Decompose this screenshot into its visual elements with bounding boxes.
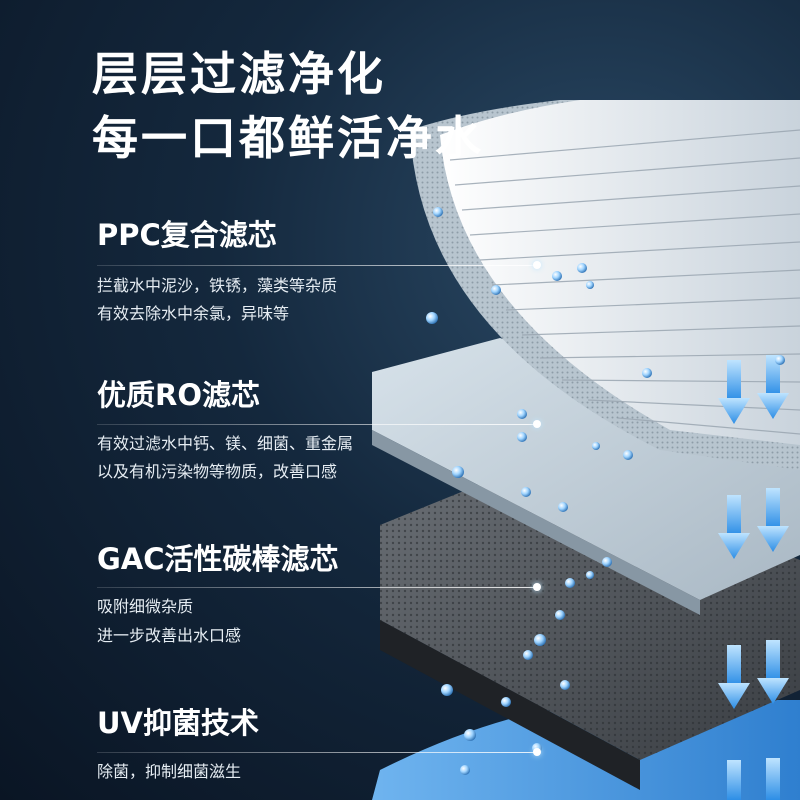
water-droplet-icon — [577, 263, 587, 273]
uv-leader-line — [97, 752, 537, 753]
water-droplet-icon — [426, 312, 438, 324]
water-droplet-icon — [552, 271, 562, 281]
water-droplet-icon — [464, 729, 476, 741]
water-droplet-icon — [433, 207, 443, 217]
water-droplet-icon — [517, 432, 527, 442]
water-droplet-icon — [460, 765, 470, 775]
water-droplet-icon — [560, 680, 570, 690]
headline-line-2: 每一口都鲜活净水 — [92, 111, 484, 165]
ppc-description-line-2: 有效去除水中余氯，异味等 — [97, 304, 290, 323]
down-arrow-icon — [718, 360, 750, 424]
ro-section-title: 优质RO滤芯 — [97, 378, 260, 412]
ro-description-line-1: 有效过滤水中钙、镁、细菌、重金属 — [97, 434, 354, 453]
gac-leader-dot — [533, 583, 541, 591]
uv-description-line-1: 除菌，抑制细菌滋生 — [97, 762, 242, 781]
down-arrow-icon — [766, 758, 780, 800]
water-flow-arrows — [718, 355, 789, 800]
water-droplet-icon — [558, 502, 568, 512]
gac-description-line-1: 吸附细微杂质 — [97, 597, 194, 616]
ppc-section-title: PPC复合滤芯 — [97, 218, 277, 252]
down-arrow-icon — [718, 495, 750, 559]
down-arrow-icon — [757, 488, 789, 552]
water-droplet-icon — [501, 697, 511, 707]
ppc-pleated-layer — [410, 100, 800, 470]
down-arrow-icon — [757, 355, 789, 419]
down-arrow-icon — [718, 645, 750, 709]
water-droplet-icon — [565, 578, 575, 588]
water-droplet-icon — [623, 450, 633, 460]
water-droplet-icon — [452, 466, 464, 478]
water-droplet-icon — [775, 355, 785, 365]
gac-section-title: GAC活性碳棒滤芯 — [97, 542, 339, 576]
ppc-leader-line — [97, 265, 537, 266]
ppc-description-line-1: 拦截水中泥沙，铁锈，藻类等杂质 — [97, 276, 338, 295]
ro-description-line-2: 以及有机污染物等物质，改善口感 — [97, 462, 338, 481]
uv-leader-dot — [533, 748, 541, 756]
water-droplet-icon — [521, 487, 531, 497]
water-droplet-icon — [586, 571, 594, 579]
water-droplet-icon — [441, 684, 453, 696]
ro-leader-dot — [533, 420, 541, 428]
water-droplet-icon — [602, 557, 612, 567]
water-droplet-icon — [555, 610, 565, 620]
water-droplet-icon — [592, 442, 600, 450]
water-droplet-icon — [491, 285, 501, 295]
ppc-leader-dot — [533, 261, 541, 269]
water-droplet-icon — [642, 368, 652, 378]
down-arrow-icon — [727, 760, 741, 800]
water-droplet-icon — [517, 409, 527, 419]
uv-section-title: UV抑菌技术 — [97, 706, 259, 740]
headline-line-1: 层层过滤净化 — [92, 47, 386, 101]
water-droplet-icon — [523, 650, 533, 660]
water-droplet-icon — [586, 281, 594, 289]
gac-leader-line — [97, 587, 537, 588]
ro-leader-line — [97, 424, 537, 425]
gac-description-line-2: 进一步改善出水口感 — [97, 626, 242, 645]
down-arrow-icon — [757, 640, 789, 704]
water-droplet-icon — [534, 634, 546, 646]
